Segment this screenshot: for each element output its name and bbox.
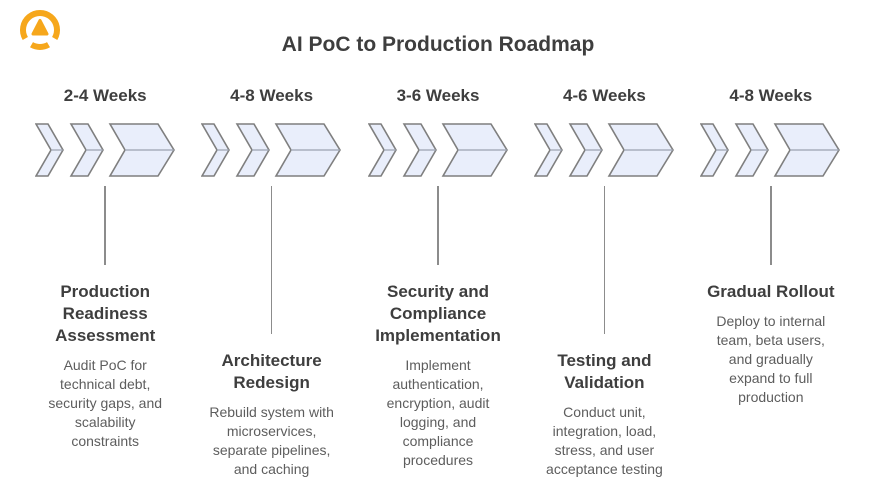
phase-column: 4-6 Weeks Testing and Validation Conduct… (521, 86, 687, 479)
triple-chevron-right-icon (533, 123, 674, 177)
phase-description: Conduct unit, integration, load, stress,… (546, 404, 663, 477)
phase-duration: 4-6 Weeks (562, 86, 646, 105)
phase-title: Security and Compliance Implementation (375, 282, 501, 345)
phases-row: 2-4 Weeks Production Readiness Assessmen… (0, 86, 876, 479)
triple-chevron-right-icon (34, 123, 175, 177)
phase-title: Gradual Rollout (707, 282, 835, 301)
phase-description: Audit PoC for technical debt, security g… (48, 357, 163, 449)
phase-title: Production Readiness Assessment (55, 282, 156, 345)
triple-chevron-right-icon (201, 123, 342, 177)
phase-duration: 4-8 Weeks (230, 86, 314, 105)
phase-description: Rebuild system with microservices, separ… (209, 404, 334, 477)
connector-line (437, 186, 439, 265)
phase-column: 2-4 Weeks Production Readiness Assessmen… (22, 86, 188, 479)
phase-title: Testing and Validation (557, 351, 652, 392)
connector-line (770, 186, 772, 265)
phase-title: Architecture Redesign (221, 351, 322, 392)
connector-line (603, 186, 606, 334)
brand-logo-icon (20, 10, 60, 50)
phase-column: 3-6 Weeks Security and Compliance Implem… (355, 86, 521, 479)
phase-column: 4-8 Weeks Architecture Redesign Rebuild … (188, 86, 354, 479)
triple-chevron-right-icon (367, 123, 508, 177)
phase-duration: 4-8 Weeks (729, 86, 813, 105)
phase-description: Deploy to internal team, beta users, and… (716, 313, 826, 405)
phase-description: Implement authentication, encryption, au… (386, 357, 490, 468)
phase-duration: 2-4 Weeks (63, 86, 147, 105)
connector-line (104, 186, 106, 265)
triple-chevron-right-icon (700, 123, 841, 177)
phase-column: 4-8 Weeks Gradual Rollout Deploy to inte… (688, 86, 854, 479)
connector-line (270, 186, 273, 334)
page-title: AI PoC to Production Roadmap (281, 33, 595, 56)
phase-duration: 3-6 Weeks (396, 86, 480, 105)
